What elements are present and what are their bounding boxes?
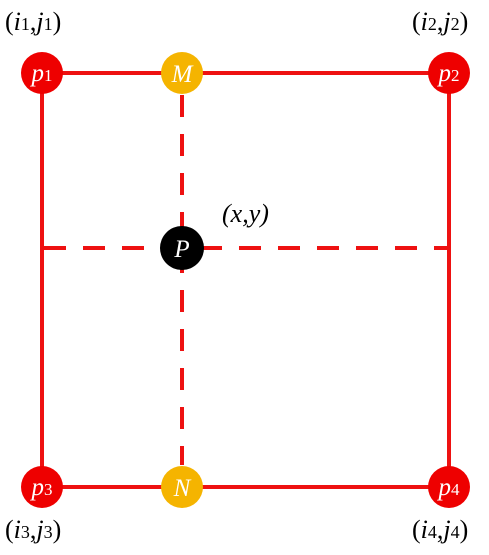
node-p2-sub: 2 bbox=[451, 66, 460, 85]
coord-label-p4: (i4,j4) bbox=[412, 515, 468, 544]
node-p-circle bbox=[160, 226, 204, 270]
dashed-guides bbox=[44, 95, 447, 465]
node-p1: p1 bbox=[21, 52, 63, 94]
node-p2-circle bbox=[428, 52, 470, 94]
coord-label-p3: (i3,j3) bbox=[5, 515, 61, 544]
node-p1-circle bbox=[21, 52, 63, 94]
node-p: P bbox=[160, 226, 204, 270]
node-n-label: N bbox=[173, 475, 192, 502]
svg-text:p1: p1 bbox=[30, 60, 53, 87]
coord-label-p1: (i1,j1) bbox=[5, 7, 61, 36]
node-p-label: P bbox=[173, 236, 189, 263]
node-p3: p3 bbox=[21, 466, 63, 508]
coord-label-p2: (i2,j2) bbox=[412, 7, 468, 36]
svg-text:p4: p4 bbox=[437, 474, 461, 501]
node-p4-sub: 4 bbox=[451, 480, 460, 499]
node-p4-label: p bbox=[437, 474, 452, 501]
node-m-circle bbox=[161, 52, 203, 94]
svg-text:p2: p2 bbox=[437, 60, 460, 87]
node-p3-sub: 3 bbox=[44, 480, 53, 499]
node-p3-circle bbox=[21, 466, 63, 508]
node-p2: p2 bbox=[428, 52, 470, 94]
node-n-circle bbox=[161, 466, 203, 508]
node-m-label: M bbox=[171, 61, 194, 88]
node-m: M bbox=[161, 52, 203, 94]
node-p1-sub: 1 bbox=[44, 66, 53, 85]
grid-border bbox=[40, 71, 451, 489]
svg-text:p3: p3 bbox=[30, 474, 53, 501]
node-n: N bbox=[161, 466, 203, 508]
node-p2-label: p bbox=[437, 60, 452, 87]
node-p1-label: p bbox=[30, 60, 45, 87]
node-p3-label: p bbox=[30, 474, 45, 501]
coord-label-center: (x,y) bbox=[222, 199, 269, 228]
node-p4: p4 bbox=[428, 466, 470, 508]
node-p4-circle bbox=[428, 466, 470, 508]
